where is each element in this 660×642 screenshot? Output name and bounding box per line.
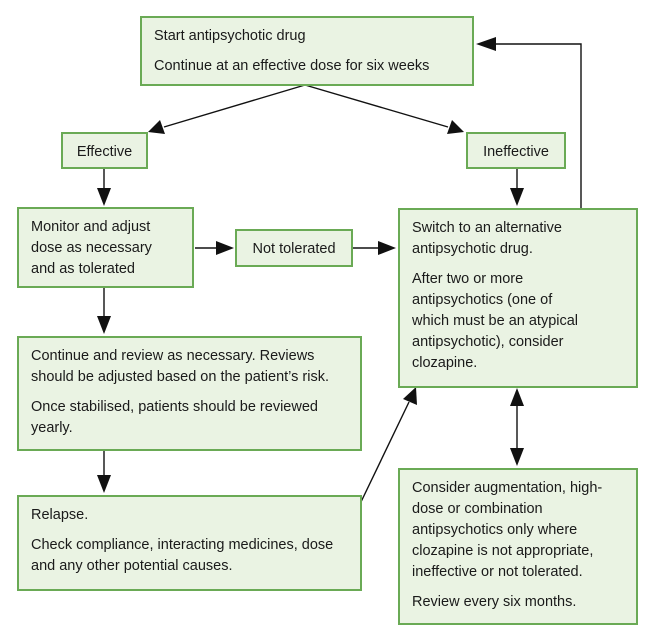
switch-line2: After two or more antipsychotics (one of… (412, 271, 579, 371)
arrowhead (216, 241, 234, 255)
arrowhead (97, 316, 111, 334)
ineffective-box: Ineffective (466, 132, 566, 169)
not-tolerated-label: Not tolerated (252, 241, 336, 257)
relapse-line2: Check compliance, interacting medicines,… (31, 537, 334, 574)
augment-line2: Review every six months. (412, 594, 577, 610)
arrowhead (510, 388, 524, 406)
continue-line2: Once stabilised, patients should be revi… (31, 399, 318, 436)
relapse-box: Relapse. Check compliance, interacting m… (17, 495, 362, 591)
arrowhead (476, 37, 496, 51)
start-line1: Start antipsychotic drug (154, 28, 306, 44)
arrowhead (510, 188, 524, 206)
arrow-relapse-to-switch (359, 401, 410, 505)
monitor-text: Monitor and adjust dose as necessary and… (31, 219, 152, 277)
switch-box: Switch to an alternative antipsychotic d… (398, 208, 638, 388)
effective-label: Effective (76, 144, 133, 160)
continue-line1: Continue and review as necessary. Review… (31, 348, 329, 385)
arrowhead (148, 120, 165, 134)
arrow-start-to-ineffective (304, 84, 449, 128)
switch-line1: Switch to an alternative antipsychotic d… (412, 220, 562, 257)
monitor-box: Monitor and adjust dose as necessary and… (17, 207, 194, 288)
arrow-switch-to-start (494, 43, 582, 208)
arrowhead (510, 448, 524, 466)
arrow-start-to-effective (163, 84, 306, 128)
not-tolerated-box: Not tolerated (235, 229, 353, 267)
start-box: Start antipsychotic drug Continue at an … (140, 16, 474, 86)
augment-box: Consider augmentation, high-dose or comb… (398, 468, 638, 625)
arrowhead (97, 188, 111, 206)
continue-box: Continue and review as necessary. Review… (17, 336, 362, 451)
arrowhead (403, 387, 417, 405)
arrowhead (378, 241, 396, 255)
augment-line1: Consider augmentation, high-dose or comb… (412, 480, 603, 580)
relapse-line1: Relapse. (31, 507, 89, 523)
start-line2: Continue at an effective dose for six we… (154, 58, 430, 74)
arrowhead (447, 120, 464, 134)
arrowhead (97, 475, 111, 493)
ineffective-label: Ineffective (483, 144, 549, 160)
effective-box: Effective (61, 132, 148, 169)
